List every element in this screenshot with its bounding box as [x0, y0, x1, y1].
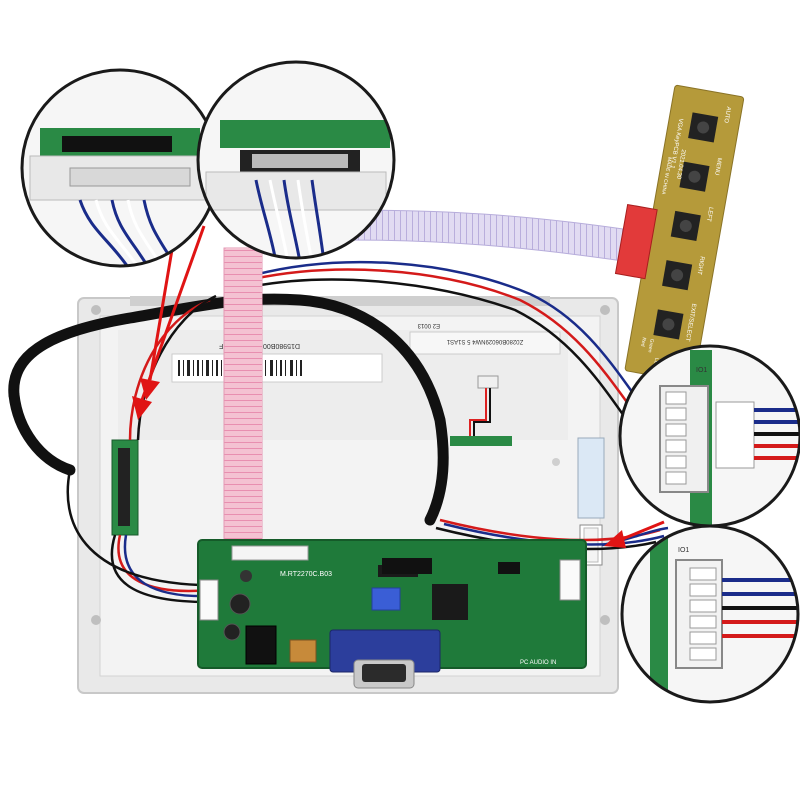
inset-top-left-lvds: [20, 68, 220, 268]
keypad-label-auto: AUTO: [722, 106, 731, 124]
power-header: [199, 579, 219, 621]
vga-port[interactable]: [329, 629, 441, 689]
keypad-connector: [614, 203, 658, 280]
inset-right-upper-connector: IO1: [618, 344, 800, 528]
keypad-label-left: LEFT: [705, 206, 714, 222]
inset-right-upper-label: IO1: [696, 367, 707, 374]
keypad-button-right[interactable]: [662, 260, 693, 291]
keypad-button-menu[interactable]: [679, 161, 710, 192]
panel-lvds-connector: [111, 439, 139, 536]
keypad-date-text: 2021.04.30: [675, 149, 686, 180]
audio-jack-pad: [289, 639, 317, 663]
panel-label-right-text: Z0280B06029NW4 5 S1AS1: [446, 338, 523, 344]
protective-film-tab: [577, 437, 605, 519]
scaler-ic: [432, 584, 468, 620]
keypad-button-left[interactable]: [670, 210, 701, 242]
lavender-ribbon-cable: [349, 209, 631, 263]
black-power-cable: [8, 293, 449, 526]
inset-right-lower-label: IO1: [678, 547, 689, 554]
keypad-button-exit-select[interactable]: [653, 309, 684, 340]
blue-jumper-header: [371, 587, 401, 611]
panel-label-small-text: E2 0013: [417, 322, 440, 328]
inset-right-lower-connector: IO1: [620, 524, 800, 704]
keypad-header: [559, 559, 581, 601]
keypad-led-green: Green: [646, 338, 654, 353]
driver-board-bottom-label: PC AUDIO IN: [520, 660, 556, 666]
driver-board-model-text: M.RT2270C.B03: [280, 571, 332, 578]
keypad-label-right: RIGHT: [696, 256, 705, 276]
driver-board: M.RT2270C.B03 PC AUDIO IN: [197, 539, 587, 689]
capacitor: [229, 593, 251, 615]
keypad-button-auto[interactable]: [688, 112, 719, 143]
dc-power-jack[interactable]: [245, 625, 277, 665]
backlight-connector: [450, 375, 512, 446]
capacitor: [223, 623, 241, 641]
panel-barcode-label-right: Z0280B06029NW4 5 S1AS1 E2 0013: [409, 322, 561, 355]
inset-top-middle-lvds: [196, 60, 396, 260]
keypad-led-red: Red: [639, 337, 647, 347]
red-arrow-right-connector: [604, 520, 665, 548]
keypad-label-menu: MENU: [713, 157, 722, 175]
